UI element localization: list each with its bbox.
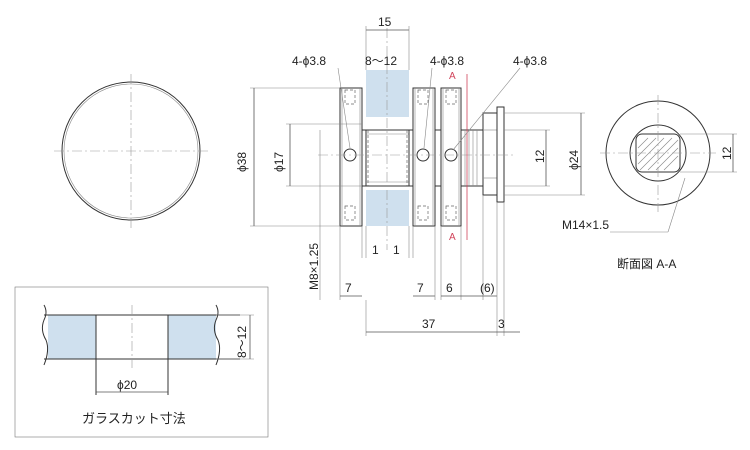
dim-6-reference: (6) bbox=[480, 281, 495, 295]
bottom-dimensions: 1 1 7 7 6 (6) 37 3 bbox=[339, 195, 520, 336]
label-hole-middle: 4-ϕ3.8 bbox=[430, 54, 464, 68]
inset-glass-left bbox=[48, 315, 96, 359]
section-marker-bottom: A bbox=[449, 232, 456, 243]
dim-12-side: 12 bbox=[533, 149, 547, 163]
flange-left bbox=[339, 87, 363, 227]
glass-panel-upper bbox=[366, 70, 409, 117]
counterbore-holes bbox=[344, 89, 457, 221]
core-sleeve bbox=[365, 129, 410, 187]
dim-dia-24: ϕ24 bbox=[567, 150, 581, 170]
label-hole-right: 4-ϕ3.8 bbox=[513, 54, 547, 68]
dim-6: 6 bbox=[446, 281, 453, 295]
label-thread-m14: M14×1.5 bbox=[562, 218, 609, 232]
dim-glass-thickness: 8～12 bbox=[365, 54, 397, 68]
label-hole-left: 4-ϕ3.8 bbox=[292, 54, 326, 68]
front-view bbox=[54, 74, 208, 228]
side-view: A A bbox=[318, 28, 515, 250]
dim-12-section: 12 bbox=[720, 146, 734, 160]
dim-glass-thickness-inset: 8～12 bbox=[235, 326, 249, 358]
inset-frame bbox=[14, 286, 269, 438]
right-dimensions: 12 ϕ24 bbox=[504, 112, 585, 196]
dim-3: 3 bbox=[498, 317, 505, 331]
dim-1-left: 1 bbox=[372, 243, 379, 257]
spacer-right bbox=[408, 129, 414, 187]
top-dimensions: 15 8～12 4-ϕ3.8 4-ϕ3.8 4-ϕ3.8 bbox=[292, 15, 547, 151]
dim-dia-38: ϕ38 bbox=[235, 152, 249, 172]
hex-nut bbox=[482, 112, 498, 196]
label-thread-m8: M8×1.25 bbox=[307, 243, 321, 290]
flange-right bbox=[440, 87, 462, 227]
flange-middle bbox=[412, 87, 436, 227]
glass-cut-inset: ϕ20 8～12 ガラスカット寸法 bbox=[14, 286, 269, 438]
inset-glass-right bbox=[168, 315, 216, 359]
end-washer bbox=[496, 106, 505, 203]
dim-1-right: 1 bbox=[393, 243, 400, 257]
inset-caption: ガラスカット寸法 bbox=[82, 411, 186, 426]
glass-panel-lower bbox=[366, 190, 409, 226]
threaded-shaft bbox=[460, 129, 484, 187]
shaft-section bbox=[434, 129, 442, 187]
section-a-a-view: 12 M14×1.5 断面図 A-A bbox=[562, 95, 737, 271]
section-a-a-label: 断面図 A-A bbox=[617, 256, 676, 271]
dim-7-middle: 7 bbox=[417, 281, 424, 295]
dim-37: 37 bbox=[422, 317, 436, 331]
left-dimensions: ϕ38 ϕ17 M8×1.25 bbox=[235, 87, 362, 300]
spacer-left bbox=[361, 129, 367, 187]
dim-7-left: 7 bbox=[345, 281, 352, 295]
section-marker-top: A bbox=[449, 71, 456, 82]
dim-dia-17: ϕ17 bbox=[272, 152, 286, 172]
dim-width-15: 15 bbox=[378, 15, 392, 29]
dim-hole-dia-20: ϕ20 bbox=[117, 378, 137, 392]
